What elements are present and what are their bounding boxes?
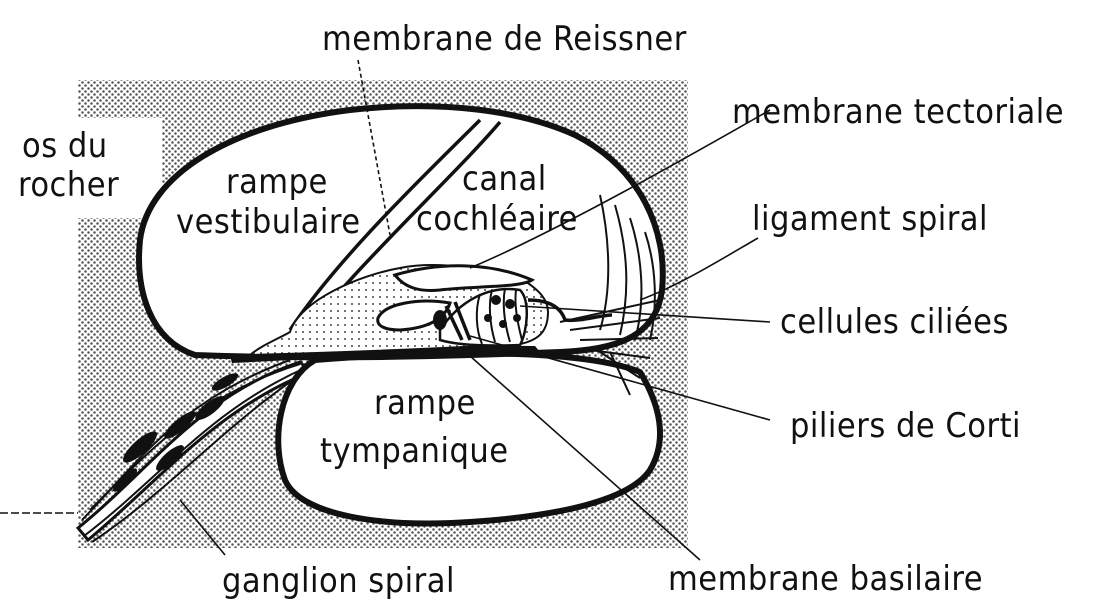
label-ganglion-spiral: ganglion spiral — [222, 561, 455, 601]
label-rocher: rocher — [18, 165, 119, 205]
label-cellules-ciliees: cellules ciliées — [780, 302, 1009, 342]
label-rampe-vestibulaire-2: vestibulaire — [176, 202, 361, 242]
label-membrane-reissner: membrane de Reissner — [322, 19, 687, 59]
label-rampe-tympanique-2: tympanique — [320, 431, 509, 471]
label-canal-1: canal — [462, 159, 547, 199]
label-ligament-spiral: ligament spiral — [752, 199, 988, 239]
label-rampe-vestibulaire-1: rampe — [226, 162, 328, 202]
label-membrane-basilaire: membrane basilaire — [668, 559, 983, 599]
label-canal-2: cochléaire — [416, 199, 578, 239]
label-rampe-tympanique-1: rampe — [374, 383, 476, 423]
label-os-du: os du — [22, 126, 108, 166]
label-membrane-tectoriale: membrane tectoriale — [732, 92, 1064, 132]
label-piliers-de-corti: piliers de Corti — [790, 406, 1021, 446]
